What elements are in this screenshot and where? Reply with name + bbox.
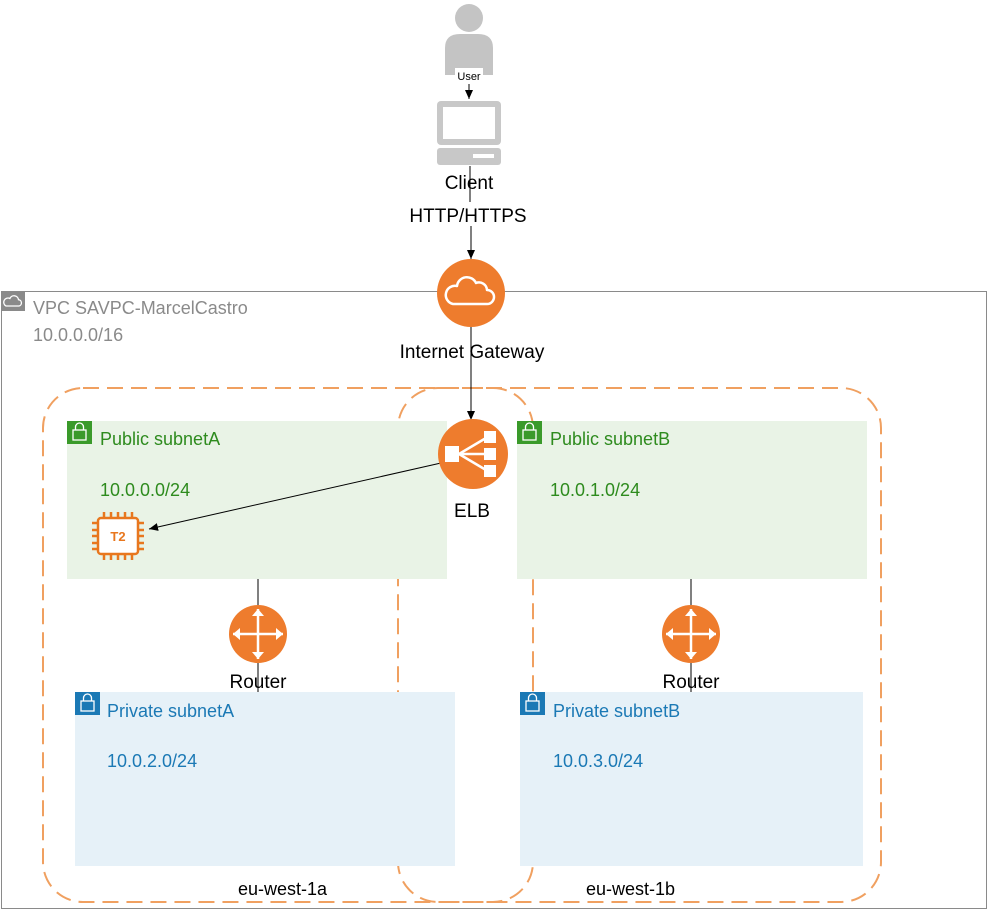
private-subnet-a-name: Private subnetA: [107, 701, 234, 721]
router-icon: [662, 605, 720, 663]
zone-b-label: eu-west-1b: [586, 879, 675, 899]
lock-icon: [517, 421, 542, 444]
cloud-icon: [1, 291, 25, 311]
internet-gateway-label: Internet Gateway: [400, 342, 545, 363]
user-label: User: [457, 71, 481, 83]
vpc-cidr: 10.0.0.0/16: [33, 325, 123, 345]
availability-zone-b: [397, 387, 882, 903]
private-subnet-b-cidr: 10.0.3.0/24: [553, 751, 643, 771]
client-label: Client: [445, 173, 494, 194]
public-subnet-a-cidr: 10.0.0.0/24: [100, 480, 190, 500]
public-subnet-a-name: Public subnetA: [100, 429, 220, 449]
vpc-name: VPC SAVPC-MarcelCastro: [33, 298, 248, 318]
private-subnet-a-cidr: 10.0.2.0/24: [107, 751, 197, 771]
availability-zone-a: [42, 387, 534, 903]
elb-to-instance-connector: [148, 462, 442, 531]
router-b-label: Router: [662, 672, 720, 693]
public-subnet-b-cidr: 10.0.1.0/24: [550, 480, 640, 500]
user-icon: [445, 4, 493, 82]
lock-icon: [75, 692, 100, 715]
lock-icon: [520, 692, 545, 715]
private-subnet-b-name: Private subnetB: [553, 701, 680, 721]
lock-icon: [67, 421, 92, 444]
elb-label: ELB: [454, 501, 490, 522]
instance-label: T2: [110, 529, 125, 544]
load-balancer-icon: [438, 419, 508, 489]
private-subnet-a: [75, 692, 455, 866]
public-subnet-b-name: Public subnetB: [550, 429, 670, 449]
internet-gateway-icon: [437, 259, 505, 327]
private-subnet-b: [520, 692, 863, 866]
zone-a-label: eu-west-1a: [238, 879, 328, 899]
router-a-label: Router: [229, 672, 287, 693]
protocol-label: HTTP/HTTPS: [409, 206, 526, 227]
public-subnet-b: [517, 421, 867, 579]
desktop-client-icon: [437, 101, 501, 165]
router-icon: [229, 605, 287, 663]
ec2-instance-icon: [92, 512, 144, 560]
